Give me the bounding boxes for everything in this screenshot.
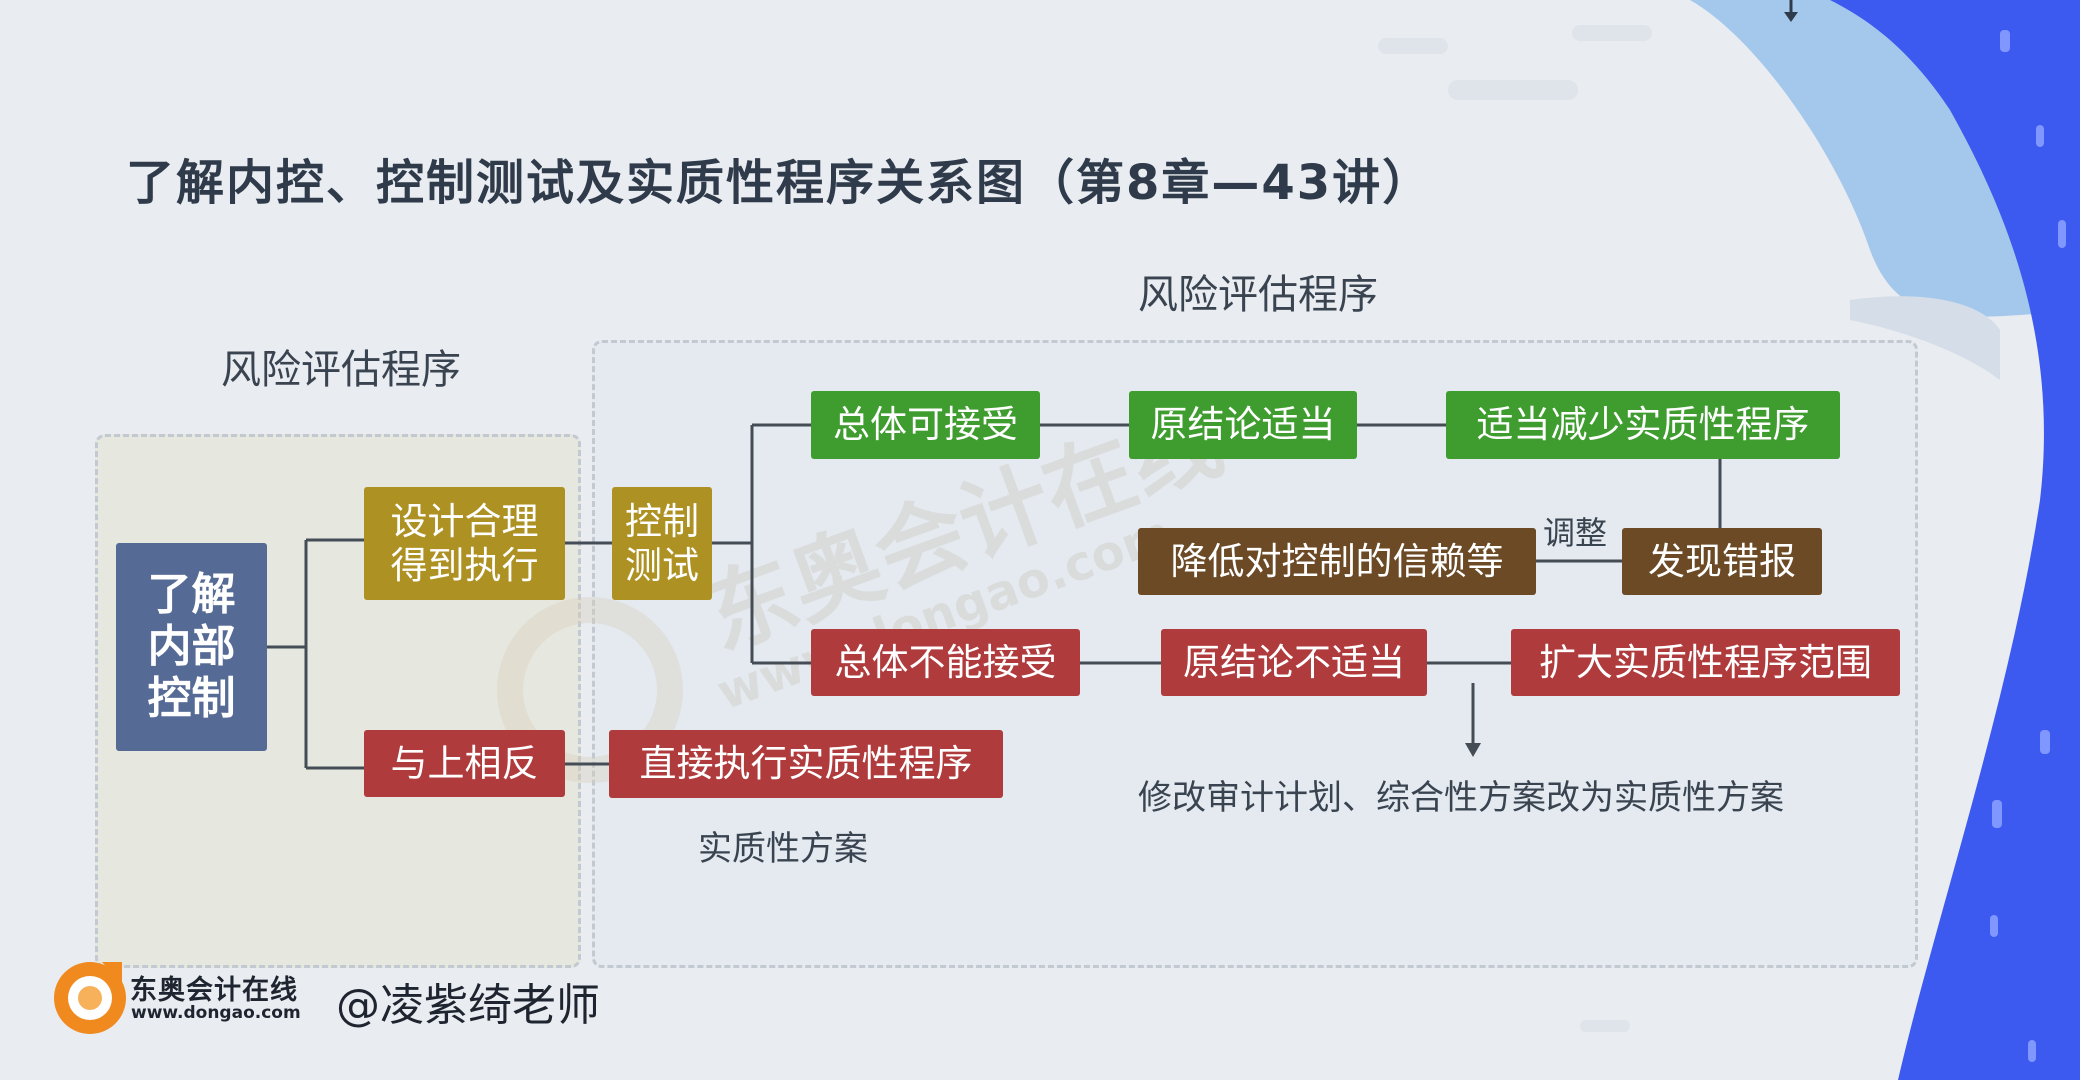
- pale-wave: [1850, 296, 2000, 380]
- line-test-branch: [712, 423, 811, 665]
- node-design-text: 设计合理 得到执行: [390, 499, 539, 587]
- node-misstate-text: 发现错报: [1648, 539, 1796, 583]
- author-handle: @凌紫绮老师: [336, 980, 600, 1031]
- node-understand-internal-control: 了解 内部 控制: [116, 543, 267, 751]
- brand-url: www.dongao.com: [131, 1003, 301, 1023]
- node-overall-acceptable: 总体可接受: [811, 391, 1040, 459]
- node-conclusion-appropriate: 原结论适当: [1129, 391, 1357, 459]
- substantive-plan-label: 实质性方案: [698, 829, 868, 869]
- top-arrow-head: [1784, 12, 1798, 22]
- node-direct-substantive: 直接执行实质性程序: [609, 730, 1003, 798]
- blue-wave: [1830, 0, 2080, 1080]
- node-expand-substantive: 扩大实质性程序范围: [1511, 629, 1900, 696]
- node-reduce-text: 适当减少实质性程序: [1476, 403, 1810, 447]
- modify-plan-label: 修改审计计划、综合性方案改为实质性方案: [1138, 778, 1784, 818]
- page-title: 了解内控、控制测试及实质性程序关系图（第8章—43讲）: [126, 155, 1433, 211]
- watermark-ring: [497, 597, 683, 783]
- node-design-effective: 设计合理 得到执行: [364, 487, 565, 600]
- node-control-test: 控制 测试: [612, 487, 712, 600]
- risk-assessment-label-left: 风险评估程序: [221, 347, 461, 393]
- node-lower-text: 降低对控制的信赖等: [1170, 539, 1504, 583]
- brand-name: 东奥会计在线: [130, 975, 298, 1006]
- node-control-test-text: 控制 测试: [625, 499, 699, 587]
- node-reduce-substantive: 适当减少实质性程序: [1446, 391, 1840, 459]
- node-expand-text: 扩大实质性程序范围: [1539, 640, 1872, 684]
- node-misstatement-found: 发现错报: [1622, 528, 1822, 595]
- node-opposite: 与上相反: [364, 730, 565, 797]
- node-understand-text: 了解 内部 控制: [147, 569, 236, 724]
- node-opposite-text: 与上相反: [390, 741, 539, 785]
- line-understand-branch: [267, 538, 364, 770]
- node-acceptable-text: 总体可接受: [833, 403, 1018, 447]
- node-overall-not-acceptable: 总体不能接受: [811, 629, 1080, 696]
- decor-blue-dashes: [1990, 30, 2066, 1062]
- node-direct-text: 直接执行实质性程序: [639, 742, 973, 786]
- down-arrow-head: [1465, 743, 1481, 757]
- node-lower-reliance: 降低对控制的信赖等: [1138, 528, 1536, 595]
- node-conclusion-inappropriate: 原结论不适当: [1161, 629, 1427, 696]
- adjust-label: 调整: [1543, 514, 1608, 552]
- node-notaccept-text: 总体不能接受: [834, 640, 1057, 684]
- brand-logo-icon: [54, 962, 126, 1034]
- node-conclusion-ok-text: 原结论适当: [1150, 403, 1336, 447]
- node-concl-no-text: 原结论不适当: [1183, 640, 1405, 684]
- risk-assessment-label-right: 风险评估程序: [1138, 272, 1378, 318]
